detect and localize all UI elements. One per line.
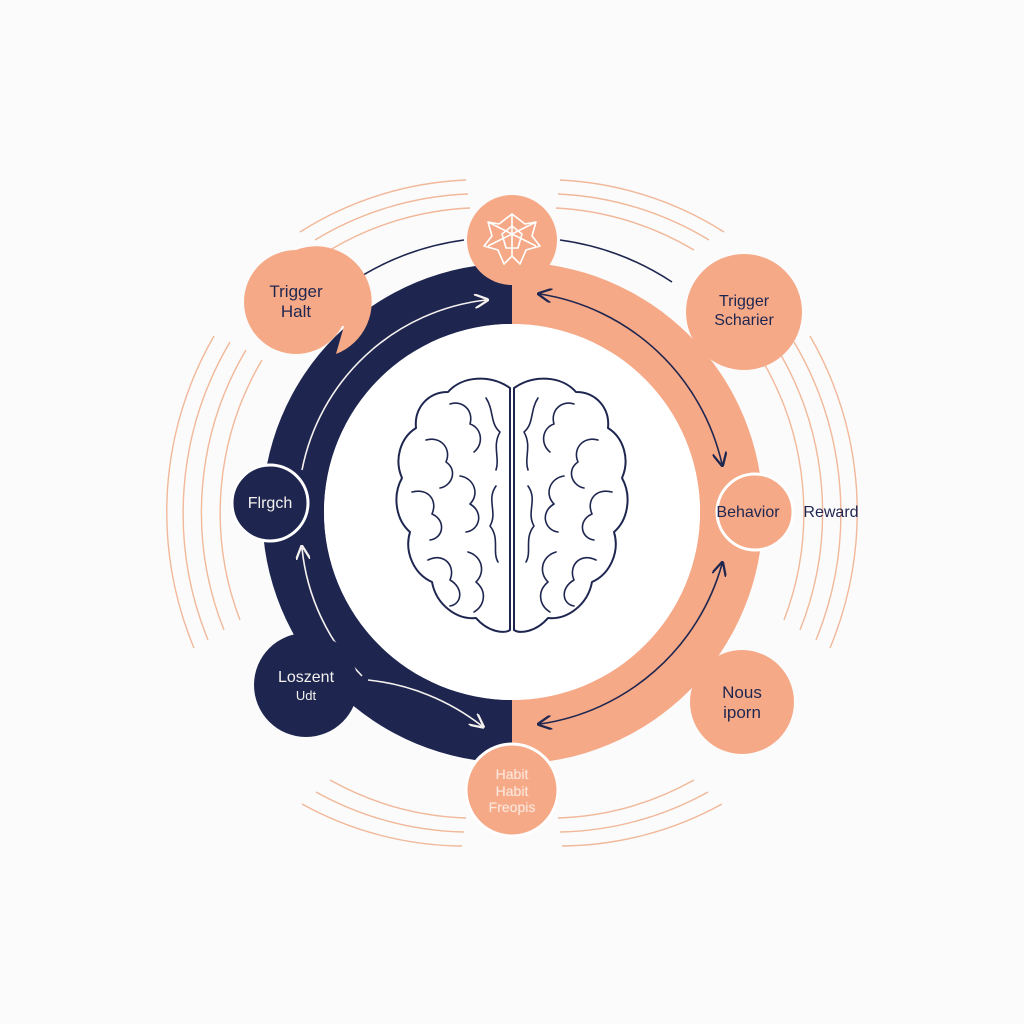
node-top-left-line2: Halt [280,302,312,321]
node-bottom-right-label: Nous iporn [690,680,794,726]
node-right-outer-label: Reward [794,500,868,526]
node-top-left-line1: Trigger [269,281,323,301]
node-bottom-right-circle[interactable] [690,650,794,754]
node-left-line1: Flrgch [247,494,293,512]
node-top-right-line1: Trigger [718,293,770,311]
node-top-right-circle[interactable] [686,254,802,370]
node-bottom-left-circle[interactable] [254,633,358,737]
node-bottom-right-line1: Nous [722,682,762,702]
node-right-inner-line1: Behavior [716,503,780,521]
node-right-inner-label: Behavior [700,500,796,526]
node-top-right-line2: Scharier [714,312,774,329]
node-top-left-label: Trigger Halt [236,276,356,328]
brain-icon [395,377,629,633]
node-bottom-right-line2: iporn [723,703,761,722]
node-bottom-line1: Habit [495,766,529,783]
node-left-circle[interactable] [230,463,310,543]
node-bottom-circle[interactable] [464,742,560,838]
node-bottom-left-line2: Udt [295,687,317,703]
ring-inner-hole [324,324,700,700]
star-polygon-icon [483,213,541,265]
node-right-circle[interactable] [715,472,795,552]
node-top-right-label: Trigger Scharier [684,286,804,338]
ring-arrows [302,294,722,726]
node-left-label: Flrgch [226,490,314,518]
node-bottom-line3: Freopis [488,799,536,816]
node-bottom-label: Habit Habit Freopis [466,762,558,820]
ring-left-navy [287,288,512,738]
node-right-outer-line1: Reward [803,503,859,521]
node-bottom-line2: Habit [495,782,529,799]
node-bottom-left-label: Loszent Udt [250,664,362,708]
node-bottom-left-line1: Loszent [277,668,335,686]
node-top-left-body[interactable] [244,250,348,354]
outer-ring-lines [166,179,858,847]
